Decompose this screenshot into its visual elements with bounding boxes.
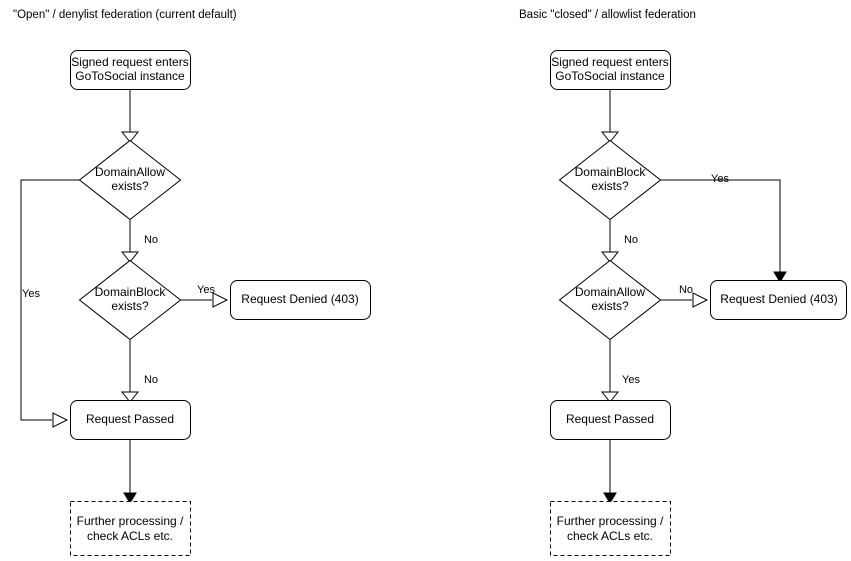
node-signed-request-left: Signed request enters GoToSocial instanc… [70,50,191,90]
node-request-denied-left: Request Denied (403) [230,280,371,320]
node-domainallow-decision-left-line2: exists? [111,179,149,193]
diagram-title-open-denylist: "Open" / denylist federation (current de… [13,9,237,21]
edge-label-domainblock-no-left: No [144,374,158,386]
node-request-denied-right-label: Request Denied (403) [720,292,837,306]
node-domainblock-decision-left-line1: DomainBlock [95,285,167,299]
node-request-denied-right: Request Denied (403) [710,280,847,320]
edge-label-domainblock-yes-right: Yes [711,173,729,185]
node-domainallow-decision-right-line1: DomainAllow [575,285,645,299]
node-further-processing-right-line2: check ACLs etc. [567,529,653,543]
edge-domainblock-no-left: No [120,339,158,403]
edge-passed-to-further-right [603,439,617,504]
edge-label-domainblock-no-right: No [624,234,638,246]
node-request-denied-right-box [710,280,847,320]
node-signed-request-right-line1: Signed request enters [551,55,668,69]
edge-domainallow-yes-right: Yes [600,339,640,403]
node-further-processing-right: Further processing / check ACLs etc. [550,501,671,556]
node-request-passed-left-label: Request Passed [86,412,174,426]
node-domainallow-decision-left: DomainAllow exists? [78,139,182,221]
node-domainblock-decision-right: DomainBlock exists? [558,139,662,221]
edge-domainblock-no-right: No [600,219,638,263]
edge-start-to-domainblock-right [600,89,620,143]
edge-label-domainallow-yes-right: Yes [622,374,640,386]
diagram-closed-allowlist: Basic "closed" / allowlist federation Si… [519,9,847,556]
edge-label-domainallow-no-left: No [144,234,158,246]
edge-domainallow-no-left: No [120,219,158,263]
node-signed-request-right-line2: GoToSocial instance [555,69,665,83]
edge-domainblock-yes-left: Yes [180,284,229,308]
edge-domainallow-no-right: No [660,284,709,308]
node-domainblock-decision-left: DomainBlock exists? [78,259,182,341]
node-domainblock-decision-right-line2: exists? [591,179,629,193]
diagram-open-denylist: "Open" / denylist federation (current de… [13,9,371,556]
node-request-denied-left-label: Request Denied (403) [241,292,358,306]
node-further-processing-right-box [550,501,671,556]
edge-label-domainallow-no-right: No [679,284,693,296]
edge-label-domainblock-yes-left: Yes [197,284,215,296]
node-domainallow-decision-right-line2: exists? [591,299,629,313]
node-further-processing-right-line1: Further processing / [557,514,664,528]
diagram-title-closed-allowlist: Basic "closed" / allowlist federation [519,9,696,21]
node-request-passed-left: Request Passed [70,400,191,440]
edge-label-domainallow-yes-left: Yes [22,288,40,300]
node-domainblock-decision-left-line2: exists? [111,299,149,313]
node-signed-request-left-line2: GoToSocial instance [75,69,185,83]
node-further-processing-left-box [70,501,191,556]
edge-domainallow-yes-left: Yes [20,179,80,428]
node-further-processing-left-line1: Further processing / [77,514,184,528]
node-further-processing-left: Further processing / check ACLs etc. [70,501,191,556]
node-further-processing-left-line2: check ACLs etc. [87,529,173,543]
node-domainallow-decision-right: DomainAllow exists? [558,259,662,341]
edge-passed-to-further-left [123,439,137,504]
node-request-passed-right: Request Passed [550,400,671,440]
node-domainallow-decision-left-line1: DomainAllow [95,165,165,179]
node-request-passed-right-label: Request Passed [566,412,654,426]
edge-start-to-domainallow-left [120,89,140,143]
node-signed-request-right: Signed request enters GoToSocial instanc… [550,50,671,90]
edge-domainblock-yes-right: Yes [660,173,787,283]
node-signed-request-left-line1: Signed request enters [71,55,188,69]
node-request-denied-left-box [230,280,371,320]
node-domainblock-decision-right-line1: DomainBlock [575,165,647,179]
